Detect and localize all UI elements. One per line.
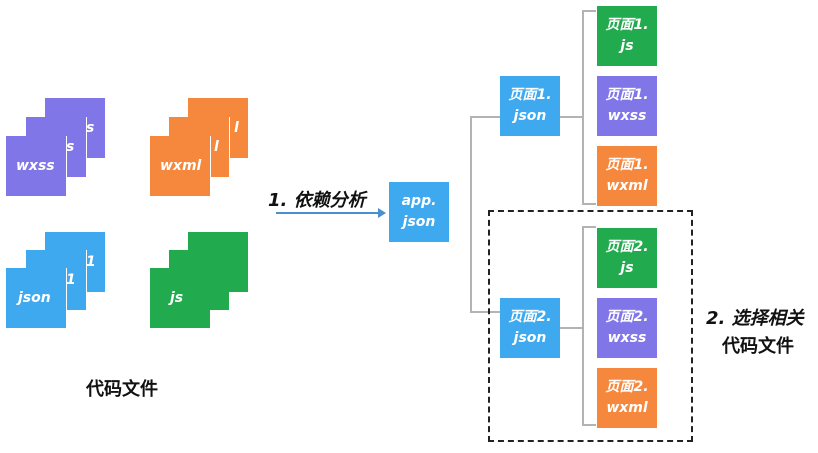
page2-js-box: 页面2. js [597, 228, 657, 288]
page1-wxml-line1: 页面1. [605, 157, 649, 173]
page1-json-box: 页面1. json [500, 76, 560, 136]
json-peek-label: 1 [86, 254, 96, 270]
page2-wxss-box: 页面2. wxss [597, 298, 657, 358]
app-json-box: app. json [389, 182, 449, 242]
json-peek-label: 1 [66, 272, 76, 288]
arrow-head-icon [378, 208, 386, 218]
dependency-arrow-line [276, 212, 380, 214]
wxml-stack-label: wxml [160, 158, 202, 174]
connector-page2-trunk [582, 226, 584, 426]
page2-wxml-line1: 页面2. [605, 379, 649, 395]
page2-js-line2: js [620, 260, 634, 276]
page2-js-line1: 页面2. [605, 239, 649, 255]
page1-js-box: 页面1. js [597, 6, 657, 66]
wxml-peek-label: l [234, 120, 239, 136]
code-files-caption: 代码文件 [86, 379, 158, 400]
wxml-peek-label: l [214, 139, 219, 155]
page1-js-line1: 页面1. [605, 17, 649, 33]
connector-page1-wxml [582, 203, 596, 205]
wxss-file-layer [6, 136, 67, 197]
page1-json-line2: json [513, 108, 547, 124]
page2-json-line2: json [513, 330, 547, 346]
page2-json-box: 页面2. json [500, 298, 560, 358]
wxss-stack-label: wxss [16, 158, 55, 174]
page2-wxml-line2: wxml [606, 400, 648, 416]
select-related-label: 2. 选择相关 [706, 308, 804, 329]
wxss-peek-label: s [66, 139, 75, 155]
page1-wxml-line2: wxml [606, 178, 648, 194]
connector-page1-trunk [582, 10, 584, 205]
page2-wxss-line2: wxss [607, 330, 647, 346]
select-related-sublabel: 代码文件 [722, 336, 794, 357]
connector-page2-wxml [582, 424, 596, 426]
js-file-layer [150, 268, 210, 328]
page1-json-line1: 页面1. [508, 87, 552, 103]
connector-branch-page1 [470, 116, 500, 118]
page1-wxss-line2: wxss [607, 108, 647, 124]
connector-page2-link [560, 327, 582, 329]
page2-wxml-box: 页面2. wxml [597, 368, 657, 428]
json-file-layer [6, 268, 67, 329]
connector-branch-page2 [470, 311, 500, 313]
json-stack-label: json [18, 290, 51, 306]
page1-js-line2: js [620, 38, 634, 54]
page2-wxss-line1: 页面2. [605, 309, 649, 325]
wxss-peek-label: s [86, 120, 95, 136]
connector-page1-link [560, 116, 582, 118]
app-json-line2: json [402, 214, 436, 230]
page1-wxss-line1: 页面1. [605, 87, 649, 103]
js-stack-label: js [170, 290, 184, 306]
page1-wxss-box: 页面1. wxss [597, 76, 657, 136]
connector-page1-js [582, 10, 596, 12]
connector-page2-js [582, 226, 596, 228]
page2-json-line1: 页面2. [508, 309, 552, 325]
connector-trunk [470, 116, 472, 312]
wxml-file-layer [150, 136, 211, 197]
page1-wxml-box: 页面1. wxml [597, 146, 657, 206]
dependency-analysis-label: 1. 依赖分析 [268, 190, 366, 211]
selected-files-boundary [488, 210, 693, 442]
app-json-line1: app. [401, 193, 437, 209]
